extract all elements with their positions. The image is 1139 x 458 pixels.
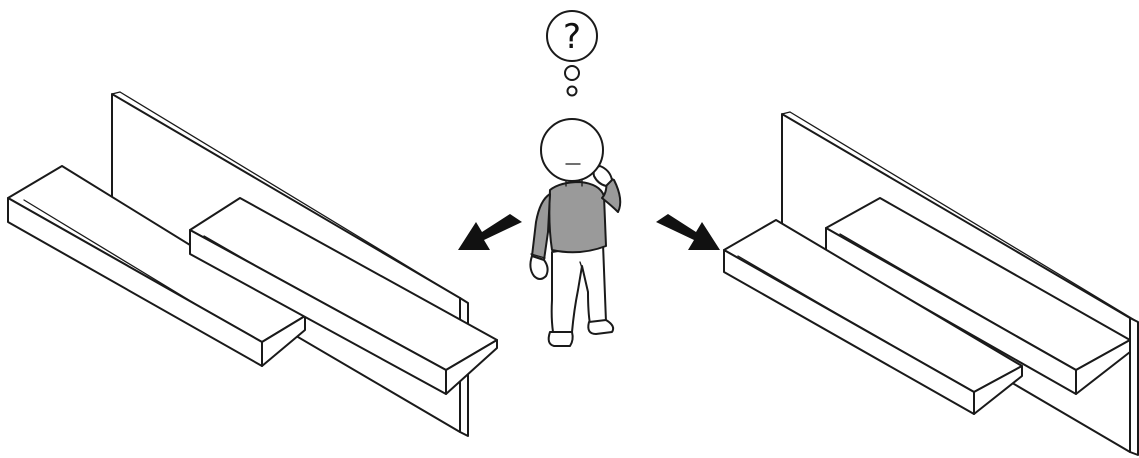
right-front-shelf [723,219,1023,415]
arrow-down-right-icon [656,214,720,250]
person-head [540,118,604,187]
left-lower-shelf [7,165,306,367]
thinking-person [529,118,622,347]
thought-bubble: ? [546,10,598,97]
person-legs [550,243,607,333]
person-sweater [530,175,622,261]
person-shoes [547,319,615,347]
right-rear-shelf [825,197,1131,395]
right-shelf-assembly [723,111,1139,456]
person-left-hand [529,255,549,280]
left-upper-shelf [189,197,498,395]
question-mark: ? [563,17,581,57]
arrow-down-left-icon [458,214,522,250]
left-shelf-assembly [7,91,498,437]
